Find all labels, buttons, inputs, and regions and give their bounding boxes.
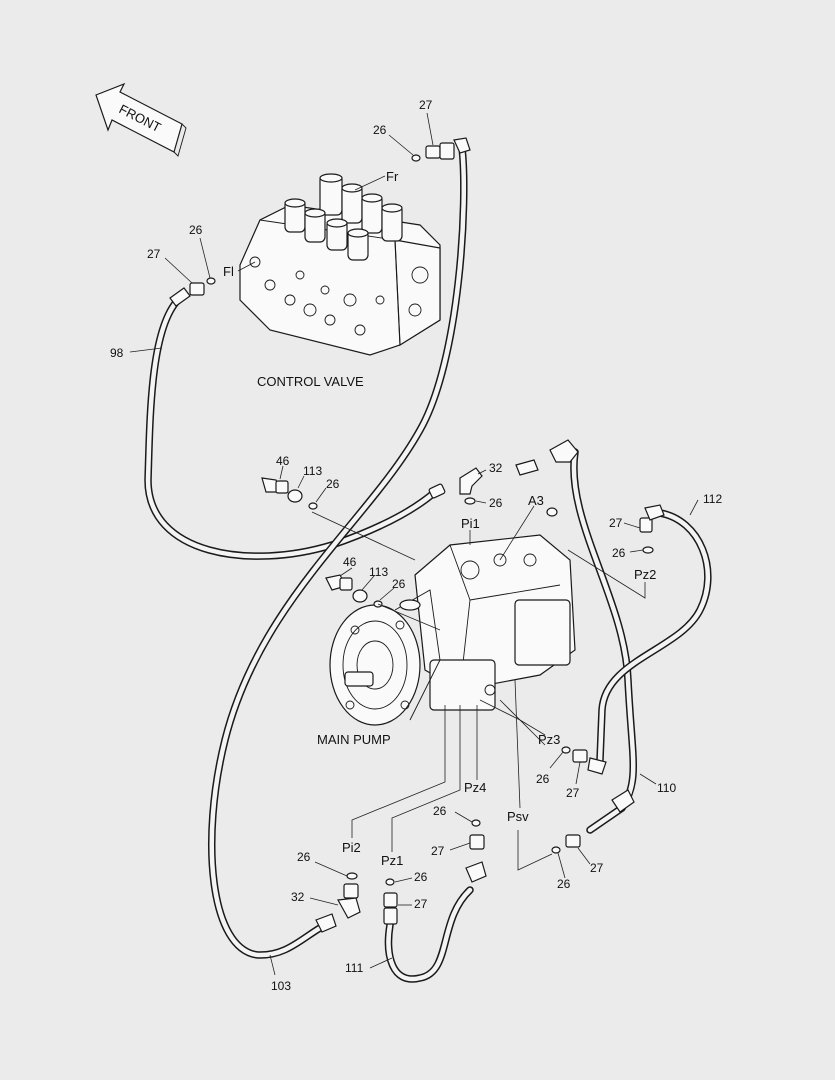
main-pump-label: MAIN PUMP: [317, 732, 391, 747]
front-arrow: FRONT: [95, 82, 187, 157]
callout-27-pz3: 27: [566, 786, 580, 800]
callout-26-pi1: 26: [489, 496, 503, 510]
port-pz1-label: Pz1: [381, 853, 403, 868]
callout-26-top: 26: [373, 123, 387, 137]
port-pi2-label: Pi2: [342, 840, 361, 855]
callout-110: 110: [657, 781, 676, 795]
callout-26-psv: 26: [557, 877, 571, 891]
callout-26-pi2: 26: [297, 850, 311, 864]
callout-leaders: [129, 112, 699, 976]
callout-32-upper: 32: [489, 461, 503, 475]
callout-26-pz4: 26: [433, 804, 447, 818]
hose-98: [144, 296, 439, 560]
callout-111: 111: [345, 961, 364, 975]
callout-27-left: 27: [147, 247, 161, 261]
callout-27-psv: 27: [590, 861, 604, 875]
callout-27-pz4: 27: [431, 844, 445, 858]
callout-32-lower: 32: [291, 890, 305, 904]
port-pz3-label: Pz3: [538, 732, 560, 747]
port-pi1-label: Pi1: [461, 516, 480, 531]
callout-46-lower: 46: [343, 555, 357, 569]
port-fl-label: Fl: [223, 264, 234, 279]
callout-113-upper: 113: [303, 464, 322, 478]
port-connection-lines: [311, 505, 646, 871]
callout-98: 98: [110, 346, 124, 360]
hose-111: [384, 886, 474, 983]
port-pz2-label: Pz2: [634, 567, 656, 582]
port-pz4-label: Pz4: [464, 780, 486, 795]
callout-112: 112: [703, 492, 722, 506]
port-psv-label: Psv: [507, 809, 529, 824]
callout-27-pz1: 27: [414, 897, 428, 911]
control-valve-assembly: [239, 173, 441, 356]
callout-26-upper-mid: 26: [326, 477, 340, 491]
hose-112: [596, 509, 712, 764]
hose-103: [207, 144, 468, 959]
callout-103: 103: [271, 979, 291, 993]
hose-110-lower-end: [586, 804, 626, 834]
port-fr-label: Fr: [386, 169, 399, 184]
callout-113-lower: 113: [369, 565, 388, 579]
callout-46-upper: 46: [276, 454, 290, 468]
fittings: [169, 137, 665, 933]
callout-26-pz1: 26: [414, 870, 428, 884]
control-valve-label: CONTROL VALVE: [257, 374, 364, 389]
callout-27-top: 27: [419, 98, 433, 112]
callout-26-pz2: 26: [612, 546, 626, 560]
callout-26-lower-mid: 26: [392, 577, 406, 591]
callout-26-left: 26: [189, 223, 203, 237]
port-a3-label: A3: [528, 493, 544, 508]
callout-26-pz3: 26: [536, 772, 550, 786]
main-pump-assembly: [329, 534, 576, 726]
callout-27-pz2: 27: [609, 516, 623, 530]
